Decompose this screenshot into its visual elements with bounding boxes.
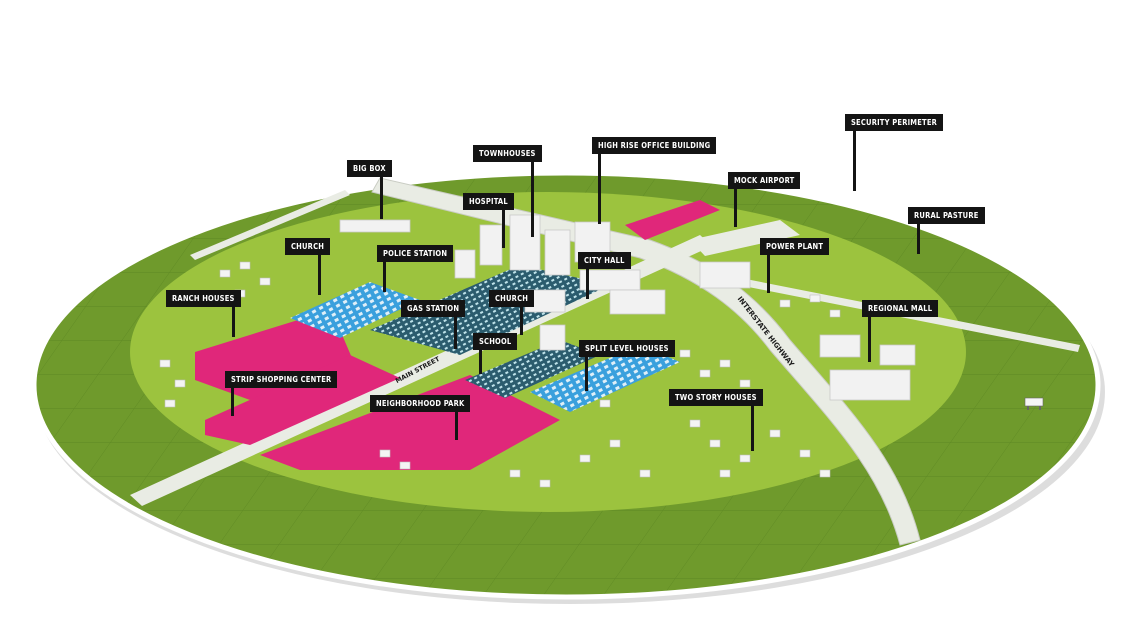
- label-townhouses: TOWNHOUSES: [473, 145, 542, 162]
- pointer-stem: [868, 317, 871, 362]
- label-city-hall: CITY HALL: [578, 252, 631, 269]
- pointer-stem: [318, 255, 321, 295]
- label-security-perimeter: SECURITY PERIMETER: [845, 114, 944, 131]
- strip-shopping-zone: [205, 355, 400, 445]
- north-road: [190, 190, 350, 260]
- label-school: SCHOOL: [473, 333, 518, 350]
- label-strip-shopping-center: STRIP SHOPPING CENTER: [225, 371, 338, 388]
- label-rural-pasture: RURAL PASTURE: [908, 207, 985, 224]
- interstate-highway-road: [371, 177, 921, 546]
- label-mock-airport: MOCK AIRPORT: [728, 172, 801, 189]
- label-regional-mall: REGIONAL MALL: [862, 300, 939, 317]
- label-high-rise-office: HIGH RISE OFFICE BUILDING: [592, 137, 717, 154]
- downtown-buildings: [339, 214, 916, 401]
- label-power-plant: POWER PLANT: [760, 238, 830, 255]
- pointer-stem: [380, 177, 383, 219]
- pointer-stem: [479, 350, 482, 374]
- pointer-stem: [455, 412, 458, 440]
- pointer-stem: [767, 255, 770, 293]
- label-gas-station: GAS STATION: [401, 300, 466, 317]
- label-police-station: POLICE STATION: [377, 245, 454, 262]
- neighborhood-park-zone: [260, 375, 560, 470]
- pointer-stem: [383, 262, 386, 292]
- pointer-stem: [454, 317, 457, 349]
- label-church-1: CHURCH: [285, 238, 331, 255]
- cow-icon: [1024, 397, 1044, 410]
- mock-airport-zone: [625, 200, 720, 240]
- pointer-stem: [917, 224, 920, 254]
- police-station-zone: [290, 282, 420, 338]
- pointer-stem: [531, 162, 534, 237]
- pointer-stem: [751, 406, 754, 451]
- pointer-stem: [502, 210, 505, 248]
- pointer-stem: [231, 388, 234, 416]
- label-big-box: BIG BOX: [347, 160, 392, 177]
- label-hospital: HOSPITAL: [463, 193, 514, 210]
- pointer-stem: [520, 307, 523, 335]
- pointer-stem: [585, 357, 588, 391]
- label-split-level-houses: SPLIT LEVEL HOUSES: [579, 340, 675, 357]
- split-level-zone: [530, 345, 680, 412]
- pointer-stem: [734, 189, 737, 227]
- downtown-grid: [370, 265, 610, 355]
- school-zone: [465, 340, 600, 398]
- label-church-2: CHURCH: [489, 290, 535, 307]
- pointer-stem: [232, 307, 235, 337]
- pointer-stem: [586, 269, 589, 299]
- label-ranch-houses: RANCH HOUSES: [166, 290, 241, 307]
- pointer-stem: [598, 154, 601, 224]
- label-neighborhood-park: NEIGHBORHOOD PARK: [370, 395, 471, 412]
- label-two-story-houses: TWO STORY HOUSES: [669, 389, 763, 406]
- airport-runway: [690, 220, 800, 256]
- pointer-stem: [853, 131, 856, 191]
